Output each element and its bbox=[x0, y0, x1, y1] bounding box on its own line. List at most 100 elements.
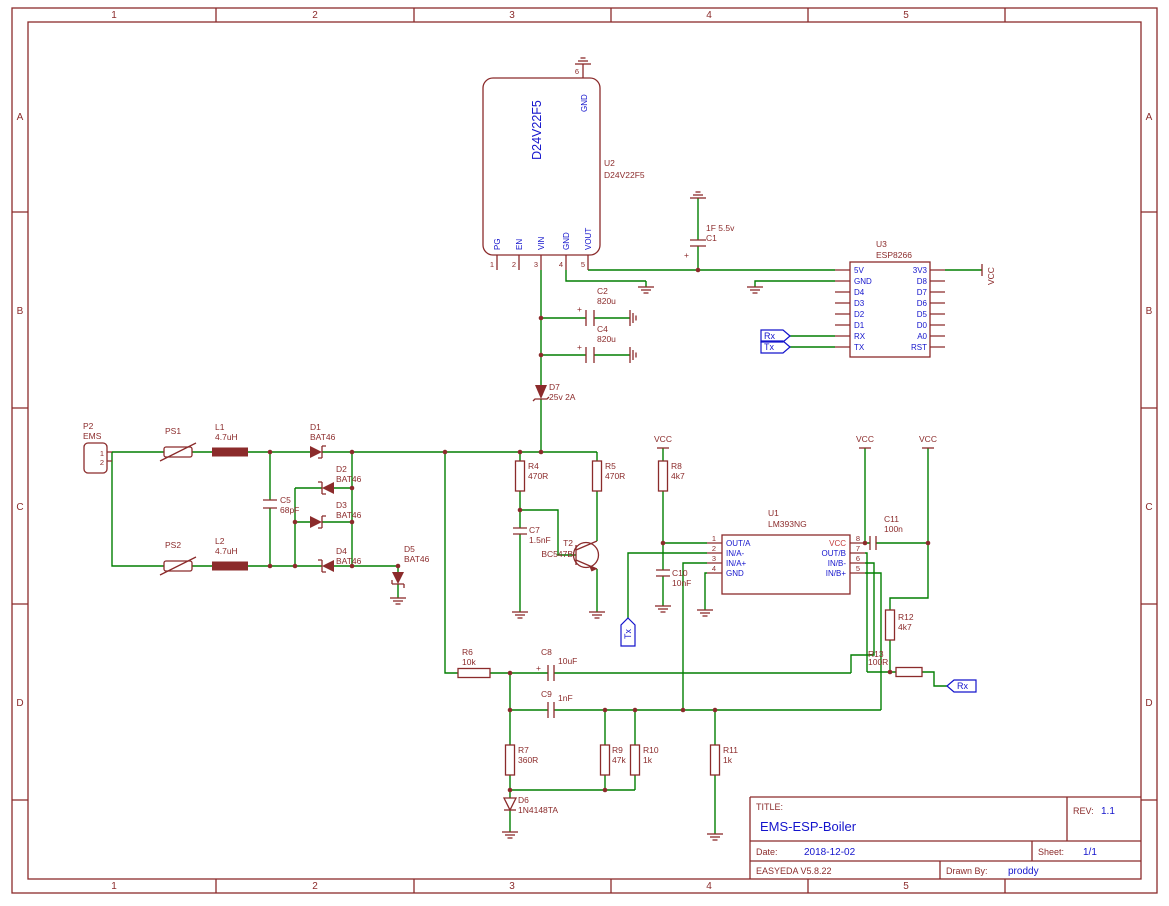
l1-value: 4.7uH bbox=[215, 432, 238, 442]
wire[interactable] bbox=[754, 280, 835, 287]
d7-zener-bar bbox=[532, 396, 550, 402]
component-c1[interactable]: 1F 5.5v C1 + bbox=[684, 223, 735, 260]
component-l2[interactable]: L2 4.7uH bbox=[212, 536, 248, 571]
ground-symbol bbox=[706, 833, 724, 841]
wire[interactable] bbox=[565, 270, 647, 287]
d3-triangle bbox=[310, 516, 322, 528]
junction-dot bbox=[349, 485, 355, 491]
component-l1[interactable]: L1 4.7uH bbox=[212, 422, 248, 457]
component-r12[interactable]: R12 4k7 bbox=[884, 609, 914, 641]
component-c8[interactable]: C8 10uF + bbox=[536, 647, 577, 681]
vcc-label: VCC bbox=[856, 434, 874, 444]
wire[interactable] bbox=[865, 552, 868, 672]
r8-body bbox=[657, 460, 669, 492]
tx-label: Tx bbox=[623, 629, 633, 639]
tx-flag-comparator[interactable]: Tx bbox=[620, 617, 636, 647]
component-c7[interactable]: C7 1.5nF bbox=[513, 525, 551, 545]
component-d2[interactable]: D2 BAT46 bbox=[318, 464, 362, 495]
wire[interactable] bbox=[111, 461, 164, 567]
u1-pin-stubs bbox=[707, 542, 865, 574]
rx-flag-r13[interactable]: Rx bbox=[946, 679, 977, 693]
wire[interactable] bbox=[520, 509, 576, 556]
c1-polarity: + bbox=[684, 250, 689, 260]
component-ps1[interactable]: PS1 bbox=[159, 426, 197, 462]
c10-plates bbox=[656, 569, 670, 577]
component-d1[interactable]: D1 BAT46 bbox=[310, 422, 336, 459]
u3-pin-name: TX bbox=[854, 343, 865, 352]
wire[interactable] bbox=[850, 562, 875, 673]
component-p2-connector[interactable]: P2 EMS 1 2 bbox=[83, 421, 112, 474]
component-r9[interactable]: R9 47k bbox=[599, 744, 627, 776]
u1-pin-name: OUT/B bbox=[822, 549, 846, 558]
frame-col-label: 1 bbox=[111, 881, 117, 892]
wire[interactable] bbox=[294, 487, 352, 566]
vcc-flag-r12[interactable]: VCC bbox=[919, 434, 937, 449]
u1-pin-number: 8 bbox=[856, 534, 860, 543]
wire[interactable] bbox=[867, 671, 947, 687]
component-c9[interactable]: C9 1nF bbox=[541, 689, 573, 718]
t2-circle bbox=[572, 541, 600, 569]
component-r10[interactable]: R10 1k bbox=[629, 744, 659, 776]
u2-pin-number: 6 bbox=[575, 67, 579, 76]
wire[interactable] bbox=[704, 572, 707, 610]
wire[interactable] bbox=[444, 452, 458, 674]
c4-plates bbox=[585, 347, 595, 363]
vcc-flag-r8[interactable]: VCC bbox=[654, 434, 672, 449]
component-r7[interactable]: R7 360R bbox=[504, 744, 539, 776]
ground-symbols bbox=[389, 57, 764, 841]
wire[interactable] bbox=[627, 552, 707, 618]
wire[interactable] bbox=[865, 572, 882, 710]
component-r8[interactable]: R8 4k7 bbox=[657, 460, 685, 492]
component-d3[interactable]: D3 BAT46 bbox=[310, 500, 362, 529]
frame-row-label: A bbox=[17, 112, 24, 123]
component-t2-transistor[interactable]: T2 BC547B bbox=[541, 538, 600, 572]
u1-pin-name: IN/B+ bbox=[826, 569, 847, 578]
component-r4[interactable]: R4 470R bbox=[514, 460, 549, 492]
d6-value: 1N4148TA bbox=[518, 805, 558, 815]
component-d5[interactable]: D5 BAT46 bbox=[391, 544, 430, 588]
tool-version: EASYEDA V5.8.22 bbox=[756, 866, 832, 876]
r9-body bbox=[599, 744, 611, 776]
frame-inner bbox=[27, 21, 1142, 880]
component-c4[interactable]: C4 820u + bbox=[577, 324, 616, 363]
wire[interactable] bbox=[682, 562, 707, 710]
component-u3-esp8266[interactable]: U3 ESP8266 5V GND D4 D3 D2 D1 RX TX 3V3 … bbox=[835, 239, 945, 358]
c8-ref: C8 bbox=[541, 647, 552, 657]
r13-body bbox=[895, 666, 923, 678]
component-u2-regulator[interactable]: D24V22F5 U2 D24V22F5 1 2 3 4 5 6 PG EN V… bbox=[482, 64, 645, 270]
c11-ref: C11 bbox=[884, 514, 899, 524]
d5-triangle bbox=[392, 572, 404, 584]
frame-ticks bbox=[12, 8, 1157, 893]
component-ps2[interactable]: PS2 bbox=[159, 540, 197, 576]
component-d6[interactable]: D6 1N4148TA bbox=[502, 795, 558, 815]
component-d4[interactable]: D4 BAT46 bbox=[318, 546, 362, 573]
u3-pin-name: D5 bbox=[917, 310, 928, 319]
component-r5[interactable]: R5 470R bbox=[591, 460, 626, 492]
c4-ref: C4 bbox=[597, 324, 608, 334]
component-r11[interactable]: R11 1k bbox=[709, 744, 739, 776]
u2-pin-number: 3 bbox=[534, 260, 538, 269]
frame-col-label: 2 bbox=[312, 10, 318, 21]
tx-flag-esp[interactable]: Tx bbox=[760, 340, 791, 354]
c1-value: 1F 5.5v bbox=[706, 223, 735, 233]
wire[interactable] bbox=[889, 448, 929, 610]
component-c2[interactable]: C2 820u + bbox=[577, 286, 616, 326]
component-r13[interactable]: R13 100R bbox=[868, 649, 923, 678]
component-c10[interactable]: C10 10nF bbox=[656, 568, 691, 588]
component-r6[interactable]: R6 10k bbox=[457, 647, 491, 679]
component-d7-zener[interactable]: D7 25v 2A bbox=[532, 382, 576, 402]
d7-triangle bbox=[535, 385, 547, 399]
r11-body bbox=[709, 744, 721, 776]
rx-flag-esp[interactable]: Rx bbox=[760, 329, 791, 343]
d4-value: BAT46 bbox=[336, 556, 362, 566]
ps2-body bbox=[163, 560, 193, 572]
c9-value: 1nF bbox=[558, 693, 573, 703]
vcc-flag-u1[interactable]: VCC bbox=[856, 434, 874, 449]
r11-value: 1k bbox=[723, 755, 733, 765]
component-u1-lm393[interactable]: U1 LM393NG 1 2 3 4 8 7 6 5 OUT/A IN/A- I… bbox=[707, 508, 865, 595]
component-c5[interactable]: C5 68pF bbox=[263, 495, 299, 515]
vcc-flag-esp[interactable]: VCC bbox=[981, 264, 996, 285]
ps1-strike bbox=[159, 442, 197, 462]
component-c11[interactable]: C11 100n bbox=[869, 514, 903, 550]
